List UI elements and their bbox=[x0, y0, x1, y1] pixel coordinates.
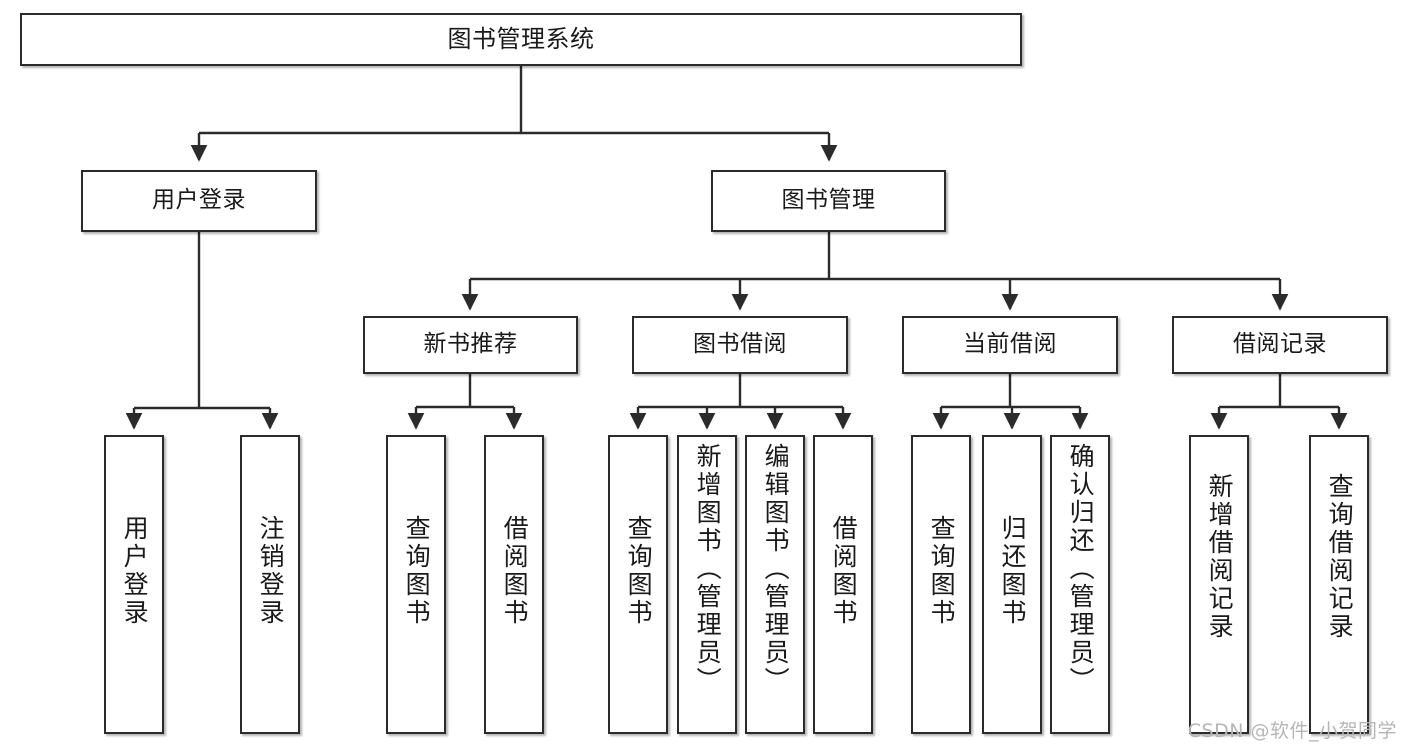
watermark-text: CSDN @软件_小贺同学 bbox=[1187, 720, 1397, 742]
node-leaf-return-book-label: 归还图书 bbox=[998, 515, 1028, 627]
node-user-login-label: 用户登录 bbox=[152, 187, 246, 214]
node-leaf-borrow-book[interactable]: 借阅图书 bbox=[813, 435, 873, 734]
node-leaf-borrow-book-rec-label: 借阅图书 bbox=[500, 515, 530, 627]
node-leaf-logout[interactable]: 注销登录 bbox=[240, 435, 300, 734]
node-leaf-add-book-label: 新增图书（管理员） bbox=[693, 443, 723, 695]
edge-userlogin-bus bbox=[134, 232, 270, 410]
edge-bookborrow-bus bbox=[638, 374, 843, 409]
node-leaf-add-record-label: 新增借阅记录 bbox=[1205, 473, 1235, 641]
node-leaf-user-login[interactable]: 用户登录 bbox=[104, 435, 164, 734]
node-leaf-logout-label: 注销登录 bbox=[256, 515, 286, 627]
node-book-mgmt-label: 图书管理 bbox=[781, 187, 876, 214]
node-leaf-query-book-cur[interactable]: 查询图书 bbox=[911, 435, 971, 734]
node-leaf-confirm-return-label: 确认归还（管理员） bbox=[1066, 443, 1096, 695]
edge-borrowrecord-bus bbox=[1219, 374, 1339, 409]
node-leaf-query-book-rec-label: 查询图书 bbox=[402, 515, 432, 627]
edge-bookmgmt-bus bbox=[470, 232, 1280, 281]
node-leaf-query-book-rec[interactable]: 查询图书 bbox=[386, 435, 446, 734]
node-book-borrow[interactable]: 图书借阅 bbox=[632, 316, 848, 374]
node-leaf-confirm-return[interactable]: 确认归还（管理员） bbox=[1050, 435, 1110, 734]
node-user-login[interactable]: 用户登录 bbox=[81, 170, 317, 232]
node-borrow-record-label: 借阅记录 bbox=[1233, 331, 1327, 358]
node-leaf-edit-book[interactable]: 编辑图书（管理员） bbox=[745, 435, 805, 734]
node-new-book-rec[interactable]: 新书推荐 bbox=[363, 316, 578, 374]
node-current-borrow-label: 当前借阅 bbox=[963, 331, 1057, 358]
node-book-mgmt[interactable]: 图书管理 bbox=[711, 170, 946, 232]
edge-newbookrec-bus bbox=[416, 374, 514, 409]
node-leaf-add-book[interactable]: 新增图书（管理员） bbox=[677, 435, 737, 734]
node-current-borrow[interactable]: 当前借阅 bbox=[902, 316, 1118, 374]
node-leaf-query-book-cur-label: 查询图书 bbox=[927, 515, 957, 627]
node-leaf-user-login-label: 用户登录 bbox=[120, 515, 150, 627]
node-leaf-query-book[interactable]: 查询图书 bbox=[608, 435, 668, 734]
node-leaf-return-book[interactable]: 归还图书 bbox=[982, 435, 1042, 734]
edge-currentborrow-bus bbox=[941, 374, 1080, 409]
node-leaf-borrow-book-rec[interactable]: 借阅图书 bbox=[484, 435, 544, 734]
edge-root-bus bbox=[199, 66, 829, 135]
node-leaf-query-record[interactable]: 查询借阅记录 bbox=[1309, 435, 1369, 734]
node-leaf-add-record[interactable]: 新增借阅记录 bbox=[1189, 435, 1249, 734]
node-borrow-record[interactable]: 借阅记录 bbox=[1172, 316, 1388, 374]
node-leaf-query-book-label: 查询图书 bbox=[624, 515, 654, 627]
node-leaf-borrow-book-label: 借阅图书 bbox=[829, 515, 859, 627]
node-leaf-query-record-label: 查询借阅记录 bbox=[1325, 473, 1355, 641]
node-book-borrow-label: 图书借阅 bbox=[693, 331, 787, 358]
node-new-book-rec-label: 新书推荐 bbox=[423, 331, 518, 358]
node-root[interactable]: 图书管理系统 bbox=[20, 13, 1022, 66]
node-leaf-edit-book-label: 编辑图书（管理员） bbox=[761, 443, 791, 695]
node-root-label: 图书管理系统 bbox=[447, 25, 595, 54]
